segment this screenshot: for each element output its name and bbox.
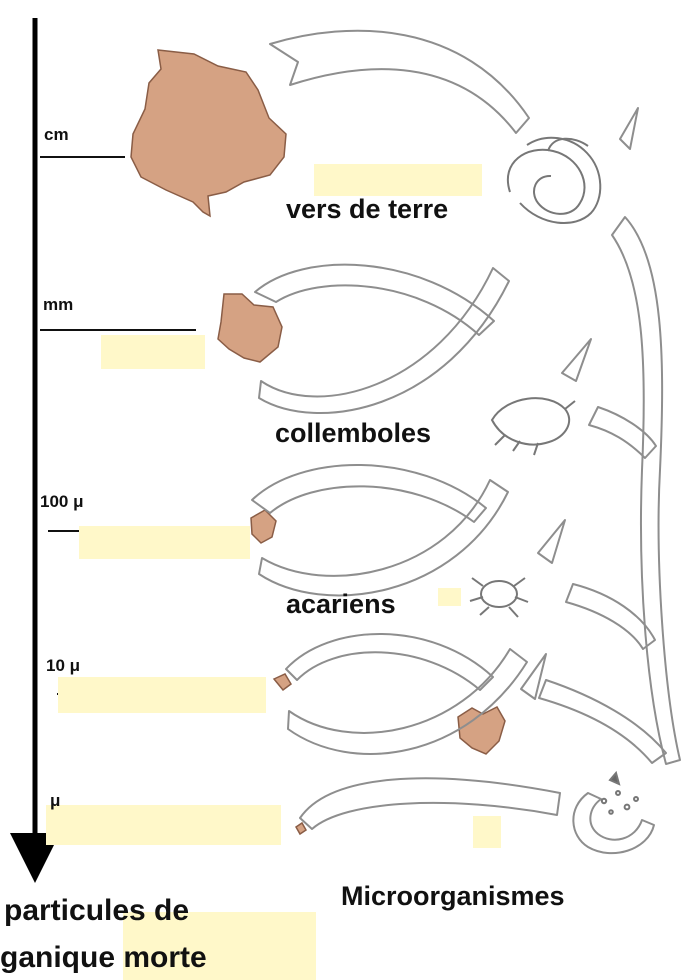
bottom-caption-line-1: particules de (4, 896, 189, 926)
highlight-micron (46, 805, 281, 845)
scale-label-cm: cm (44, 126, 69, 143)
micro-particle-fragment (296, 823, 306, 834)
scale-label-micron: μ (50, 792, 60, 809)
organism-label-mites: acariens (286, 591, 396, 618)
large-leaf-fragment (131, 50, 286, 216)
microorganism-icon (602, 773, 638, 814)
micro-arc-arrow (300, 778, 560, 829)
scale-label-mm: mm (43, 296, 73, 313)
top-arc-arrow (270, 31, 529, 133)
organism-label-microorganisms: Microorganismes (341, 883, 565, 910)
highlight-cm (314, 164, 482, 196)
scale-label-10-micron: 10 μ (46, 657, 80, 674)
small-arrow-3 (538, 520, 565, 563)
highlight-small-right (473, 816, 501, 848)
hundred-arc-arrow-1 (252, 465, 486, 522)
tiny-leaf-fragment (274, 674, 291, 690)
bottom-caption-line-2: ganique morte (0, 943, 207, 973)
ten-arc-arrow-1 (286, 634, 493, 690)
springtail-icon (492, 398, 575, 455)
right-branch-arrow-main (612, 217, 680, 764)
highlight-mm (101, 335, 205, 369)
small-arrow-1 (620, 108, 638, 149)
highlight-acariens (438, 588, 461, 606)
small-leaf-fragment (251, 510, 276, 543)
right-branch-arrow-mid (566, 584, 655, 649)
mite-icon (470, 578, 528, 617)
right-branch-arrow-top (589, 407, 656, 458)
small-arrow-2 (562, 339, 591, 381)
small-curve-arrow (573, 793, 654, 853)
right-branch-arrow-low (539, 680, 666, 763)
medium-leaf-fragment (218, 294, 282, 362)
highlight-100 (79, 526, 250, 559)
earthworm-icon (508, 138, 600, 223)
scale-label-100-micron: 100 μ (40, 493, 84, 510)
organism-label-springtails: collemboles (275, 420, 431, 447)
organism-label-earthworms: vers de terre (286, 196, 448, 223)
highlight-10 (58, 677, 266, 713)
